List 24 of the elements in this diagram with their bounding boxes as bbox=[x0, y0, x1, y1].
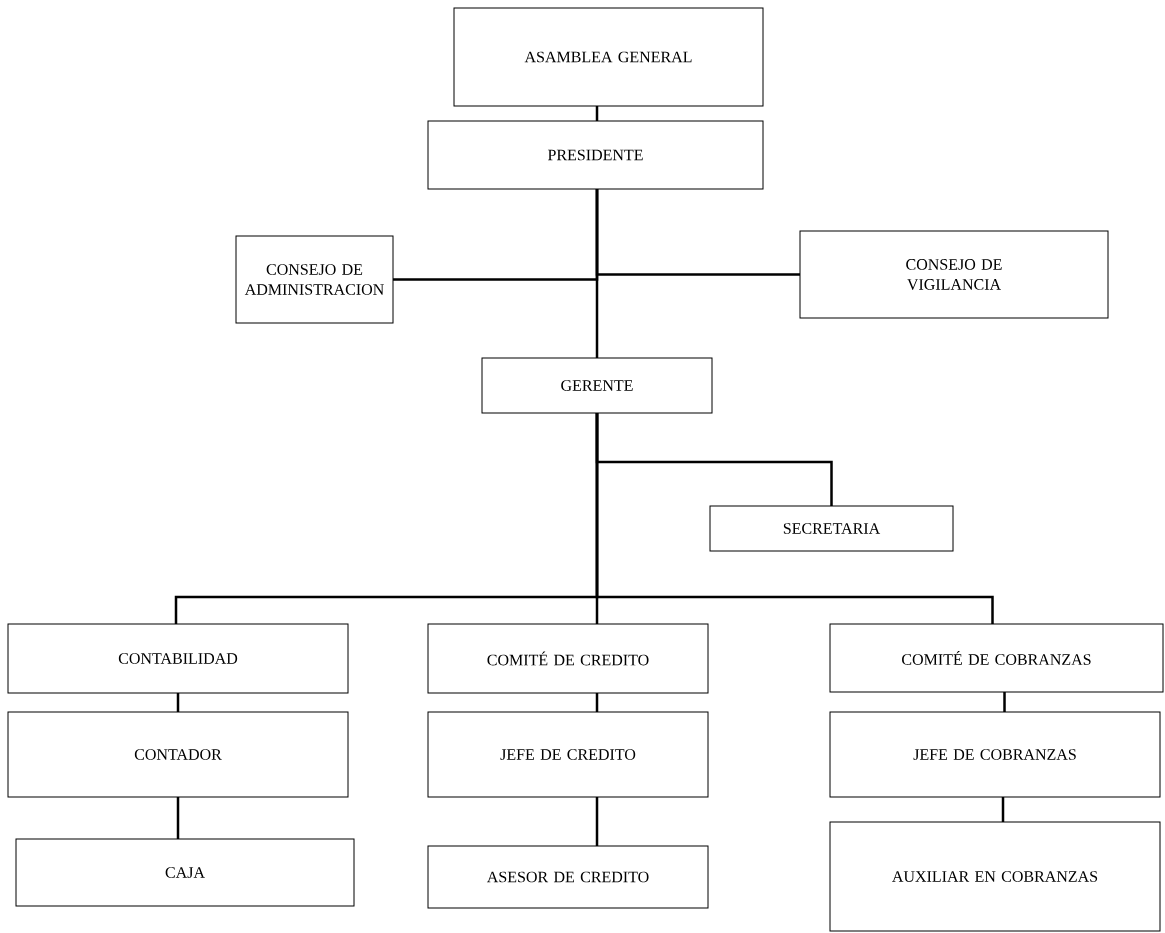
connector-line bbox=[1003, 692, 1006, 712]
org-box: JEFE DE CREDITO bbox=[427, 711, 709, 798]
org-box: CAJA bbox=[15, 838, 355, 907]
org-box: ASAMBLEA GENERAL bbox=[453, 7, 764, 107]
org-box: CONSEJO DE VIGILANCIA bbox=[799, 230, 1109, 319]
org-box: AUXILIAR EN COBRANZAS bbox=[829, 821, 1161, 932]
org-box: CONTABILIDAD bbox=[7, 623, 349, 694]
connector-line bbox=[1001, 797, 1005, 822]
org-box: CONSEJO DE ADMINISTRACION bbox=[235, 235, 394, 324]
org-box: ASESOR DE CREDITO bbox=[427, 845, 709, 909]
org-box: COMITÉ DE COBRANZAS bbox=[829, 623, 1164, 693]
connector-line bbox=[595, 413, 994, 624]
connector-line bbox=[176, 797, 180, 839]
org-box: SECRETARIA bbox=[709, 505, 954, 552]
connector-line bbox=[176, 693, 180, 712]
connector-line bbox=[595, 106, 599, 121]
org-box: GERENTE bbox=[481, 357, 713, 414]
org-box: CONTADOR bbox=[7, 711, 349, 798]
connector-line bbox=[595, 693, 599, 712]
org-box: PRESIDENTE bbox=[427, 120, 764, 190]
connector-line bbox=[595, 797, 599, 846]
connector-line bbox=[595, 189, 599, 358]
org-box: COMITÉ DE CREDITO bbox=[427, 623, 709, 694]
org-box: JEFE DE COBRANZAS bbox=[829, 711, 1161, 798]
